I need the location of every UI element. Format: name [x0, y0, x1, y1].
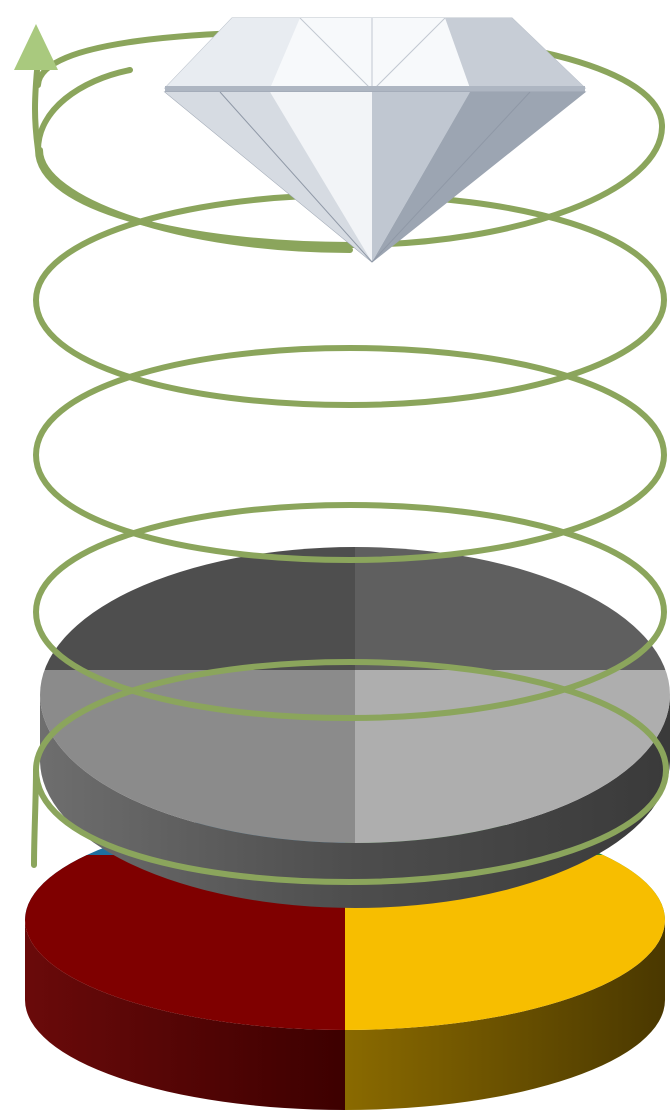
spiral-ring-3	[36, 348, 664, 560]
spiral-left-rise	[35, 60, 38, 150]
spiral-tail	[34, 770, 36, 865]
arrow-up-icon	[14, 24, 58, 70]
